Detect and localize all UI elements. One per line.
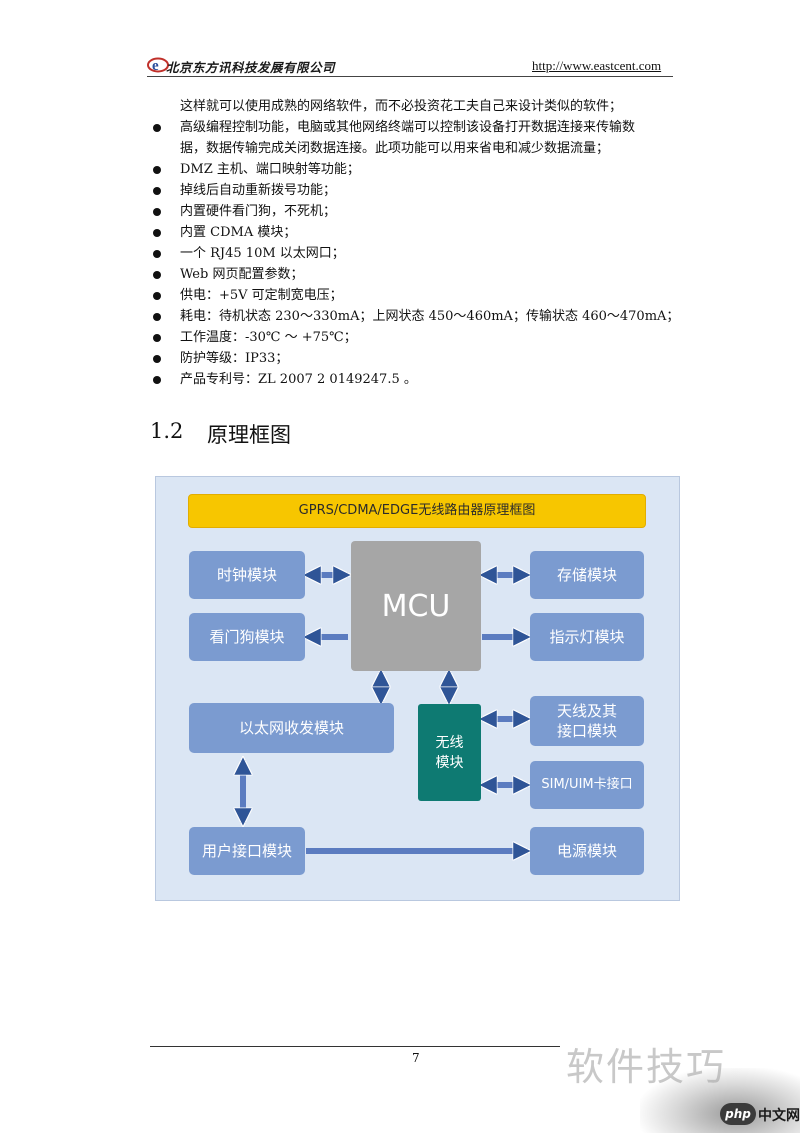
storage-module: 存储模块	[530, 551, 644, 599]
bullet-text: 一个 RJ45 10M 以太网口；	[180, 246, 345, 261]
block-diagram: GPRS/CDMA/EDGE无线路由器原理框图 MCU 时钟模块 看门狗模块 以…	[155, 476, 680, 901]
ethernet-module: 以太网收发模块	[189, 703, 394, 753]
bullet-dot-icon	[153, 187, 161, 195]
intro-line: 这样就可以使用成熟的网络软件，而不必投资花工夫自己来设计类似的软件；	[180, 99, 623, 114]
company-url-link[interactable]: http://www.eastcent.com	[532, 58, 662, 73]
watermark-shadow	[640, 1068, 800, 1133]
bullet-text: 高级编程控制功能，电脑或其他网络终端可以控制该设备打开数据连接来传输数	[180, 120, 636, 135]
bullet-text: DMZ 主机、端口映射等功能；	[180, 162, 360, 177]
section-title: 原理框图	[207, 423, 291, 447]
antenna-module-line1: 天线及其	[556, 702, 617, 720]
bullet-dot-icon	[153, 208, 161, 216]
bullet-text: 内置 CDMA 模块；	[180, 225, 297, 240]
section-number: 1.2	[150, 419, 184, 443]
footer-divider	[150, 1046, 560, 1047]
bullet-dot-icon	[153, 313, 161, 321]
bullet-dot-icon	[153, 166, 161, 174]
wireless-module-line2: 模块	[435, 754, 464, 771]
bullet-dot-icon	[153, 229, 161, 237]
bullet-text: Web 网页配置参数；	[180, 267, 304, 282]
company-name: 北京东方讯科技发展有限公司	[166, 60, 336, 75]
sim-interface-module: SIM/UIM卡接口	[530, 761, 644, 809]
bullet-text: 工作温度：-30℃ ～ +75℃；	[180, 330, 357, 345]
user-interface-module: 用户接口模块	[189, 827, 305, 875]
bullet-text: 防护等级：IP33；	[180, 351, 289, 366]
diagram-title: GPRS/CDMA/EDGE无线路由器原理框图	[188, 494, 646, 528]
wireless-module: 无线 模块	[418, 704, 481, 801]
bullet-text: 据，数据传输完成关闭数据连接。此项功能可以用来省电和减少数据流量；	[180, 141, 610, 156]
bullet-text: 掉线后自动重新拨号功能；	[180, 183, 337, 198]
bullet-dot-icon	[153, 271, 161, 279]
company-logo-icon: e	[147, 57, 169, 73]
antenna-module-line2: 接口模块	[556, 722, 617, 740]
bullet-dot-icon	[153, 250, 161, 258]
watchdog-module: 看门狗模块	[189, 613, 305, 661]
antenna-module: 天线及其 接口模块	[530, 696, 644, 746]
watermark-php-badge: php	[720, 1103, 756, 1125]
bullet-dot-icon	[153, 376, 161, 384]
bullet-text: 产品专利号：ZL 2007 2 0149247.5 。	[180, 372, 417, 387]
clock-module: 时钟模块	[189, 551, 305, 599]
bullet-dot-icon	[153, 355, 161, 363]
watermark-site-name: 中文网	[758, 1108, 800, 1124]
page-number: 7	[412, 1051, 420, 1065]
bullet-text: 耗电：待机状态 230～330mA；上网状态 450～460mA；传输状态 46…	[180, 309, 680, 324]
svg-text:e: e	[152, 58, 159, 73]
power-module: 电源模块	[530, 827, 644, 875]
header-divider	[147, 76, 673, 77]
bullet-dot-icon	[153, 124, 161, 132]
bullet-dot-icon	[153, 334, 161, 342]
bullet-text: 内置硬件看门狗，不死机；	[180, 204, 337, 219]
indicator-module: 指示灯模块	[530, 613, 644, 661]
bullet-dot-icon	[153, 292, 161, 300]
diagram-arrows	[156, 477, 679, 900]
mcu-block: MCU	[351, 541, 481, 671]
bullet-text: 供电：+5V 可定制宽电压；	[180, 288, 343, 303]
wireless-module-line1: 无线	[435, 734, 464, 751]
